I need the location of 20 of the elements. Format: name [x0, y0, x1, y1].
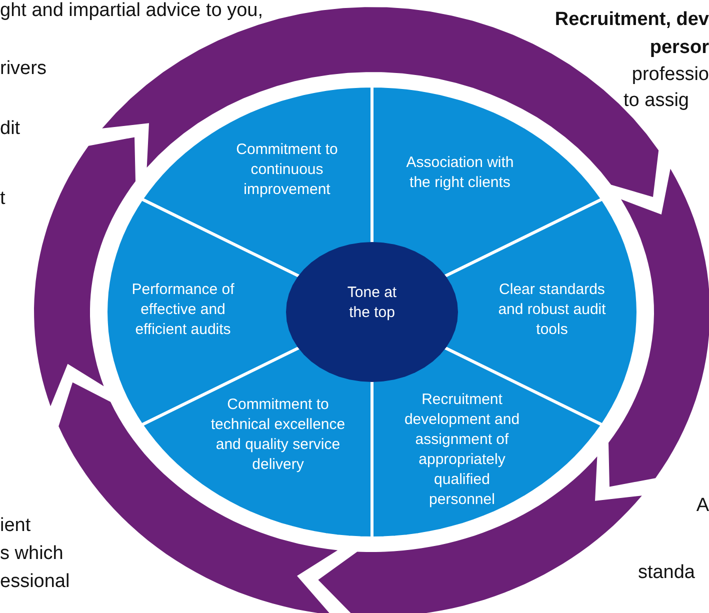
text-fragment: t	[0, 188, 6, 210]
segment-label: Association with the right clients	[405, 153, 515, 193]
text-fragment: s which	[0, 543, 64, 565]
segment-label: Commitment to continuous improvement	[235, 140, 339, 200]
text-fragment: A	[696, 495, 709, 517]
text-fragment: standa	[638, 562, 695, 584]
text-fragment: persor	[650, 37, 709, 59]
text-fragment: ient	[0, 515, 31, 537]
text-fragment: ght and impartial advice to you,	[0, 0, 263, 22]
segment-label: Tone at the top	[346, 283, 398, 323]
segment-label: Clear standards and robust audit tools	[497, 280, 607, 340]
text-fragment: professio	[632, 64, 709, 86]
text-fragment: to assig	[624, 90, 689, 112]
text-fragment: rivers	[0, 58, 46, 80]
segment-label: Commitment to technical excellence and quality service delivery	[210, 395, 346, 475]
segment-label: Performance of effective and efficient audits	[130, 280, 236, 340]
text-fragment: dit	[0, 118, 20, 140]
text-fragment: Recruitment, dev	[554, 9, 709, 31]
text-fragment: essional	[0, 571, 70, 593]
segment-label: Recruitment development and assignment of appropriately qualified personnel	[403, 390, 521, 510]
